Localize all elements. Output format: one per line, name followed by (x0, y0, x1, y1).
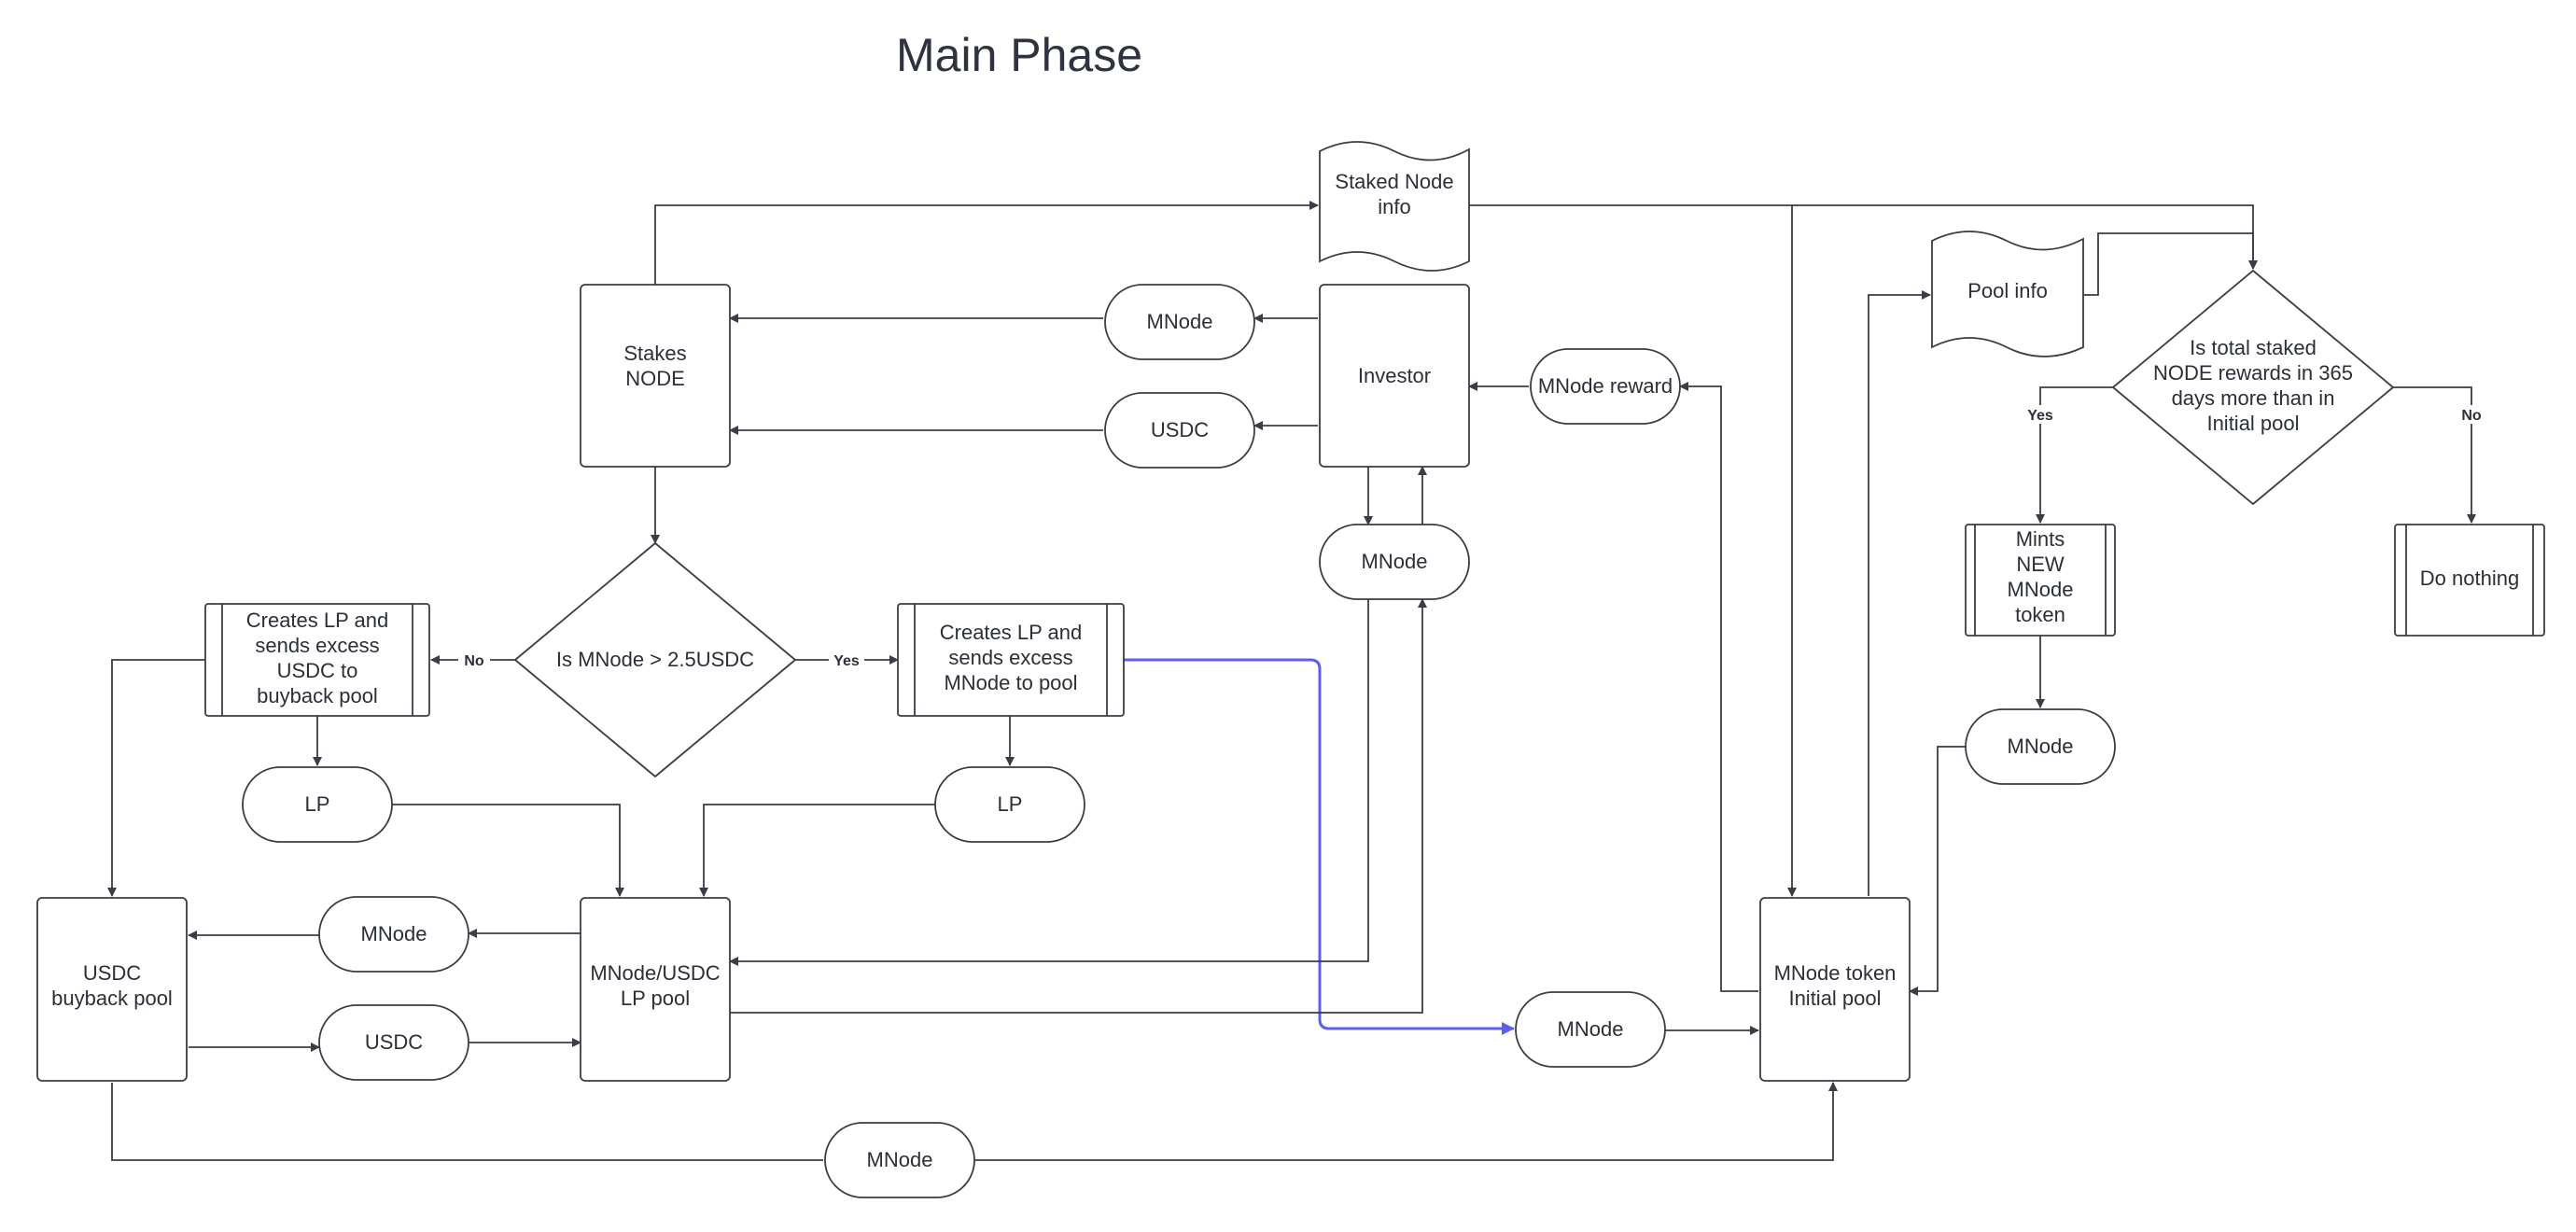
node-label: Pool info (1967, 279, 2048, 302)
edge-lp-left-to-lp-pool (392, 804, 624, 897)
node-do-nothing[interactable]: Do nothing (2394, 524, 2545, 637)
edge-buyback-to-mnode-bottom (111, 1083, 823, 1161)
node-lp-right[interactable]: LP (934, 766, 1085, 843)
node-mnode-right[interactable]: MNode (1965, 708, 2116, 785)
edge-pool-info-to-decision (2083, 232, 2258, 296)
node-label: MNode (1558, 1017, 1624, 1041)
edge-label-yes-right: Yes (2027, 408, 2053, 424)
edges (107, 201, 2476, 1161)
node-label: MNode (1147, 310, 1213, 333)
edge-mnode-bottom-to-initial-pool (974, 1082, 1838, 1161)
node-mnode-bottom[interactable]: MNode (824, 1122, 975, 1198)
node-decision-price[interactable]: Is MNode > 2.5USDC (514, 542, 796, 777)
node-label: LP (305, 792, 330, 816)
node-usdc-mid-left[interactable]: USDC (318, 1004, 469, 1081)
node-mnode-investor[interactable]: MNode (1319, 524, 1470, 600)
node-mnode-center[interactable]: MNode (1515, 991, 1666, 1068)
node-lp-left[interactable]: LP (242, 766, 393, 843)
node-usdc-top[interactable]: USDC (1104, 392, 1255, 469)
edge-rewards-yes (2036, 386, 2115, 524)
node-label: USDC (365, 1030, 423, 1054)
edge-initial-pool-to-pool-info (1868, 290, 1931, 896)
node-label: MNode reward (1538, 374, 1673, 398)
edge-staked-info-to-initial-pool (1469, 204, 1797, 897)
node-label: Investor (1358, 364, 1431, 387)
edge-label-no-right: No (2461, 408, 2482, 424)
node-label: USDC (1151, 418, 1209, 441)
edge-creates-right-to-mnode-center (1124, 658, 1515, 1035)
node-pool-info[interactable]: Pool info (1931, 231, 2084, 357)
edge-rewards-no (2391, 386, 2476, 524)
edge-lp-pool-to-mnode-investor (730, 598, 1427, 1014)
edge-mnode-investor-to-lp-pool (729, 599, 1369, 966)
node-label: MNode (867, 1148, 933, 1171)
edge-creates-left-to-buyback (107, 659, 205, 897)
edge-label-yes-left: Yes (833, 653, 860, 669)
edge-stakes-to-staked-info (654, 201, 1319, 285)
node-label: MNode (2008, 735, 2074, 758)
node-mnode-mid-left[interactable]: MNode (318, 896, 469, 973)
node-mnode-top[interactable]: MNode (1104, 284, 1255, 360)
node-label: Do nothing (2420, 567, 2519, 590)
edge-labels: No Yes Yes No (458, 405, 2486, 669)
edge-mnode-right-to-initial-pool (1909, 746, 1966, 996)
node-mnode-reward[interactable]: MNode reward (1530, 348, 1681, 425)
node-label: MNode (361, 922, 427, 945)
edge-label-no-left: No (464, 653, 484, 669)
page-title: Main Phase (896, 29, 1143, 81)
node-label: Is MNode > 2.5USDC (556, 648, 754, 671)
node-label: LP (998, 792, 1023, 816)
node-investor[interactable]: Investor (1319, 284, 1470, 468)
edge-lp-right-to-lp-pool (699, 804, 935, 897)
edge-initial-pool-to-reward (1679, 382, 1758, 992)
node-label: MNode (1362, 550, 1428, 573)
